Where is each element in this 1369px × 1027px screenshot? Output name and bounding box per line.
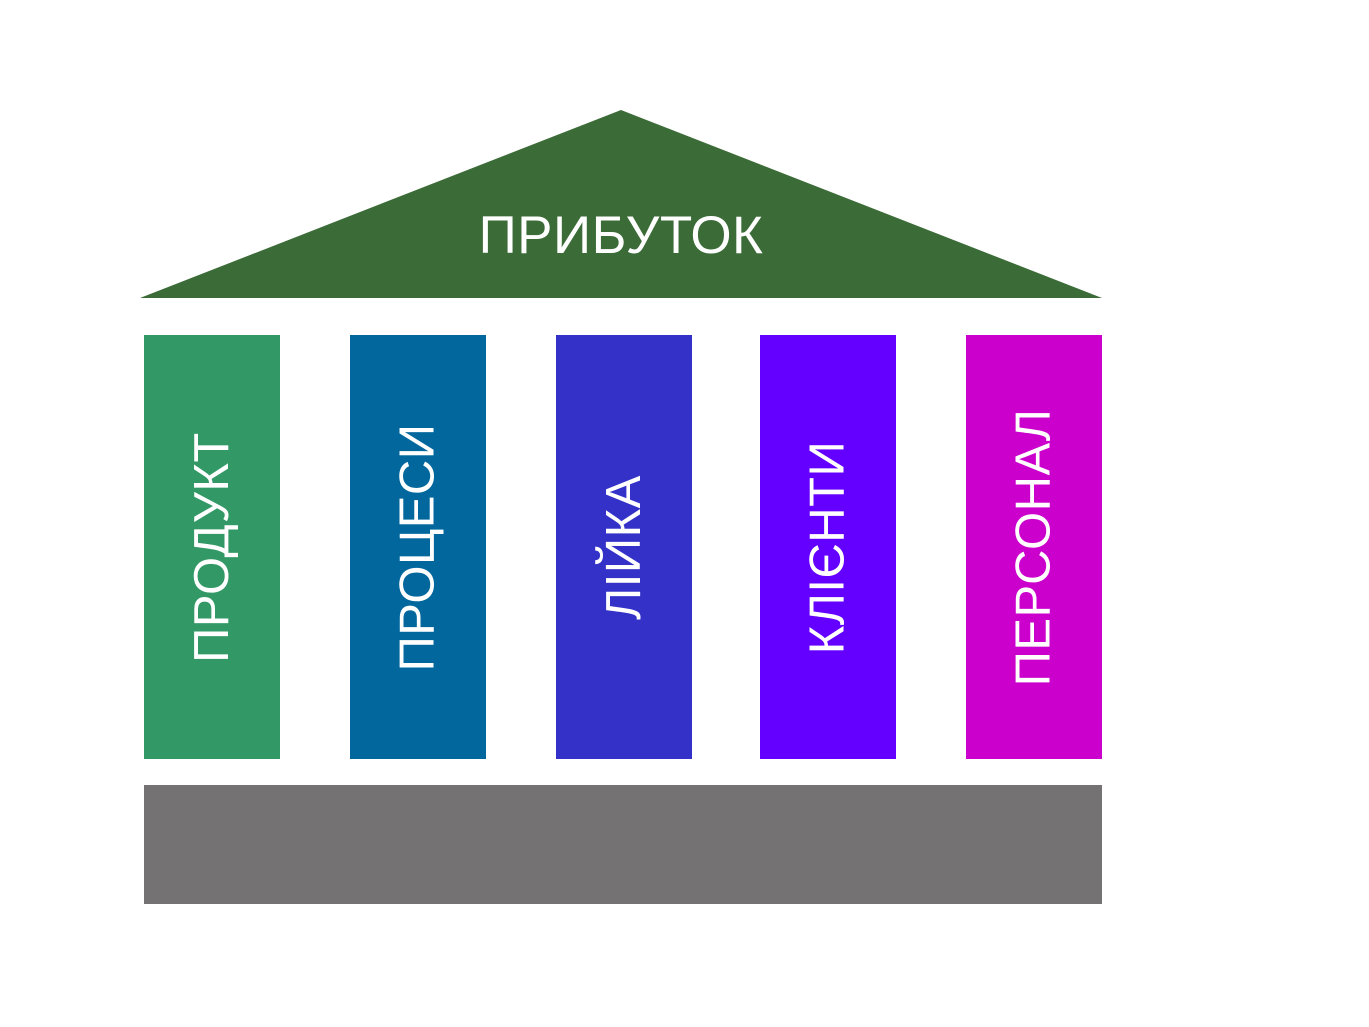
pillar-klienty[interactable]: КЛІЄНТИ — [760, 335, 896, 759]
pillar-personal[interactable]: ПЕРСОНАЛ — [966, 335, 1102, 759]
pillar-label-personal: ПЕРСОНАЛ — [1006, 408, 1061, 686]
pillar-label-klienty: КЛІЄНТИ — [800, 440, 855, 654]
foundation-base — [144, 785, 1102, 904]
pillar-label-liika: ЛІЙКА — [596, 474, 651, 620]
pillar-produkt[interactable]: ПРОДУКТ — [144, 335, 280, 759]
pillar-protsesy[interactable]: ПРОЦЕСИ — [350, 335, 486, 759]
roof-triangle-icon — [140, 110, 1102, 298]
roof-group: ПРИБУТОК — [140, 110, 1102, 300]
pillar-liika[interactable]: ЛІЙКА — [556, 335, 692, 759]
pillar-label-produkt: ПРОДУКТ — [184, 431, 239, 663]
pillar-label-protsesy: ПРОЦЕСИ — [390, 423, 445, 671]
